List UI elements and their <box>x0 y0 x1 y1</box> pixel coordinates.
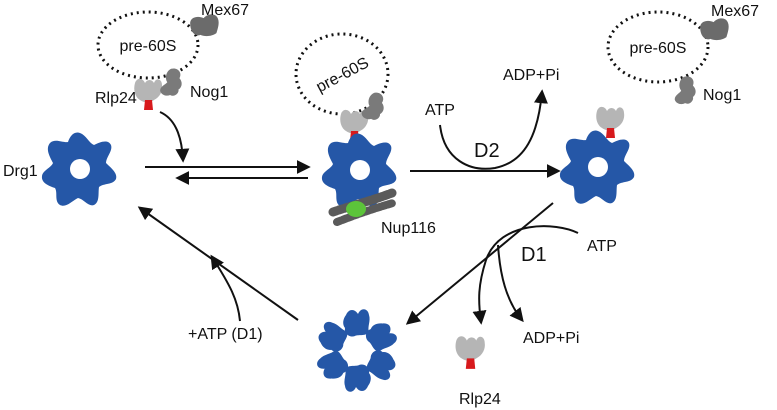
mex67-label-a: Mex67 <box>201 2 249 19</box>
pre60s-particle-c <box>606 10 710 84</box>
adp-pi-label-d2: ADP+Pi <box>503 67 559 84</box>
nup116-fg-repeats <box>328 188 397 226</box>
pre60s-label-a: pre-60S <box>120 38 177 55</box>
drg1-hexamer-left <box>41 132 117 206</box>
rlp24-label-a: Rlp24 <box>95 90 137 107</box>
complex-middle: pre-60S Nup116 <box>294 32 436 237</box>
drg1-monomer <box>344 364 371 392</box>
d1-label: D1 <box>521 244 547 266</box>
drg1-label: Drg1 <box>3 163 38 180</box>
nog1-protein-a <box>158 66 187 100</box>
mex67-label-c: Mex67 <box>711 3 759 20</box>
rlp24-label-free: Rlp24 <box>459 391 501 408</box>
pre60s-label-b: pre-60S <box>314 54 372 96</box>
reassembly-arrow <box>137 206 299 321</box>
complex-top-left: pre-60S Mex67 Rlp24 Nog1 <box>95 2 249 110</box>
complex-top-right: pre-60S Mex67 Nog1 <box>606 3 759 108</box>
drg1-hexamer-right <box>559 130 635 204</box>
atp-label-d1: ATP <box>587 238 617 255</box>
nog1-label-a: Nog1 <box>190 84 228 101</box>
d2-atp-hydrolysis-arrow <box>439 89 548 170</box>
rlp24-release-arrow <box>472 225 579 325</box>
d2-label: D2 <box>474 140 500 162</box>
plus-atp-d1-label: +ATP (D1) <box>188 326 263 343</box>
nog1-protein-c <box>673 74 700 108</box>
mex67-protein-c <box>698 17 731 43</box>
nog1-label-c: Nog1 <box>703 87 741 104</box>
rlp24-protein-a <box>134 78 163 110</box>
d1-adp-arrow <box>497 244 524 323</box>
drg1-monomers <box>314 309 400 392</box>
atp-binding-arrow <box>210 254 241 322</box>
pre60s-particle-a <box>96 10 200 80</box>
d1-release-arrow <box>405 202 554 325</box>
nup116-label: Nup116 <box>381 220 436 237</box>
atp-label-d2: ATP <box>425 102 455 119</box>
pre60s-label-c: pre-60S <box>630 40 687 57</box>
binding-arrow <box>159 111 190 163</box>
rlp24-protein-free <box>455 336 485 369</box>
adp-pi-label-d1: ADP+Pi <box>523 330 579 347</box>
